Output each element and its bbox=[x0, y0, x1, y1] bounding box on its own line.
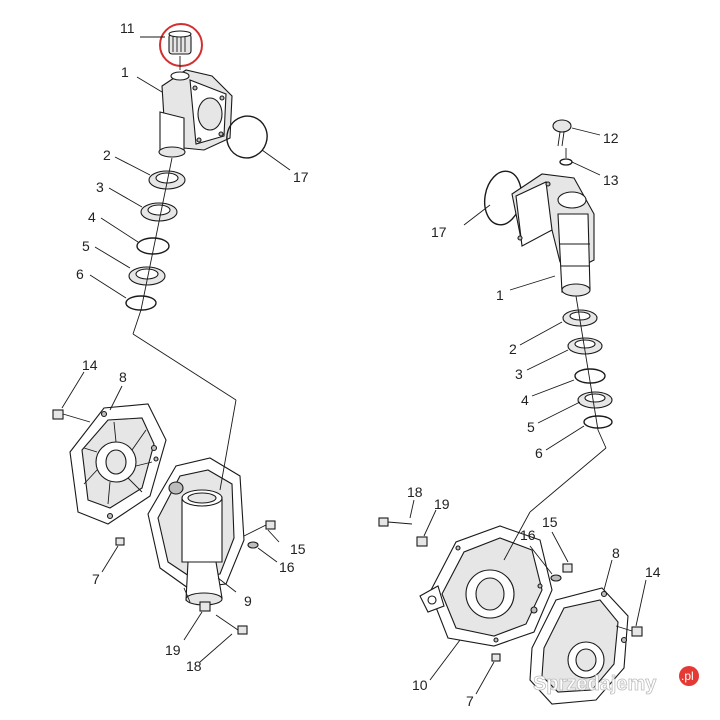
right-label-10: 10 bbox=[412, 677, 428, 693]
right-part-5-bearing bbox=[577, 391, 613, 409]
right-label-3: 3 bbox=[515, 366, 523, 382]
right-label-12: 12 bbox=[603, 130, 619, 146]
right-label-8: 8 bbox=[612, 545, 620, 561]
right-part-14-bolt bbox=[615, 625, 643, 637]
right-label-2: 2 bbox=[509, 341, 517, 357]
left-part-17-o-ring bbox=[226, 115, 268, 159]
right-labels: 12 13 17 1 2 3 4 5 6 18 19 16 15 8 14 10… bbox=[407, 130, 661, 709]
right-part-3-seal bbox=[567, 337, 603, 355]
left-labels: 11 1 17 2 3 4 5 6 14 8 7 15 16 9 19 18 bbox=[76, 20, 309, 674]
left-label-19: 19 bbox=[165, 642, 181, 658]
watermark-text: Sprzedajemy bbox=[533, 673, 657, 695]
left-part-14-bolt bbox=[52, 409, 91, 423]
left-label-7: 7 bbox=[92, 571, 100, 587]
left-label-8: 8 bbox=[119, 369, 127, 385]
left-part-16-washer bbox=[247, 541, 259, 549]
left-part-11-cap bbox=[168, 30, 192, 55]
right-label-1: 1 bbox=[496, 287, 504, 303]
right-part-10-pump-body bbox=[419, 525, 553, 647]
left-part-1-elbow-housing bbox=[158, 69, 233, 158]
left-label-3: 3 bbox=[96, 179, 104, 195]
right-assembly: 12 13 17 1 2 3 4 5 6 18 19 16 15 8 14 10… bbox=[378, 119, 661, 709]
watermark-suffix: .pl bbox=[681, 669, 694, 683]
right-part-1-elbow-housing bbox=[511, 173, 595, 297]
left-part-2-seal bbox=[148, 170, 186, 190]
left-part-5-bearing bbox=[128, 266, 166, 286]
left-assembly-lines bbox=[132, 56, 237, 603]
right-assembly-lines bbox=[503, 148, 607, 561]
watermark: Sprzedajemy .pl bbox=[533, 666, 699, 695]
left-part-19-nut bbox=[199, 601, 211, 612]
highlight-circle bbox=[159, 23, 203, 67]
left-label-1: 1 bbox=[121, 64, 129, 80]
right-label-19: 19 bbox=[434, 496, 450, 512]
watermark-badge bbox=[679, 666, 699, 686]
right-label-13: 13 bbox=[603, 172, 619, 188]
right-part-7-pin bbox=[491, 653, 501, 662]
left-label-11: 11 bbox=[120, 20, 135, 36]
right-part-18-bolt bbox=[378, 517, 413, 527]
right-part-19-nut bbox=[416, 536, 428, 547]
right-label-6: 6 bbox=[535, 445, 543, 461]
right-part-12-plug bbox=[552, 119, 572, 147]
left-part-4-circlip bbox=[136, 237, 170, 255]
left-label-14: 14 bbox=[82, 357, 98, 373]
right-part-13-ring bbox=[559, 158, 573, 166]
left-part-15-bolt bbox=[243, 520, 276, 537]
right-label-18: 18 bbox=[407, 484, 423, 500]
left-label-2: 2 bbox=[103, 147, 111, 163]
right-label-5: 5 bbox=[527, 419, 535, 435]
left-label-5: 5 bbox=[82, 238, 90, 254]
left-part-18-bolt bbox=[215, 614, 248, 635]
left-leader-lines bbox=[61, 36, 291, 663]
left-part-7-pin bbox=[115, 537, 125, 546]
left-label-4: 4 bbox=[88, 209, 96, 225]
left-part-3-seal bbox=[140, 202, 178, 222]
left-label-6: 6 bbox=[76, 266, 84, 282]
left-assembly: 11 1 17 2 3 4 5 6 14 8 7 15 16 9 19 18 bbox=[52, 20, 309, 674]
right-label-16: 16 bbox=[520, 527, 536, 543]
right-part-8-cover bbox=[529, 587, 629, 705]
left-label-9: 9 bbox=[244, 593, 252, 609]
left-label-18: 18 bbox=[186, 658, 202, 674]
left-label-16: 16 bbox=[279, 559, 295, 575]
left-part-9-pump-body bbox=[147, 456, 245, 606]
right-part-15-bolt bbox=[562, 563, 573, 573]
right-label-14: 14 bbox=[645, 564, 661, 580]
right-label-15: 15 bbox=[542, 514, 558, 530]
right-part-16-washer bbox=[550, 574, 562, 582]
right-part-6-ring bbox=[583, 415, 613, 429]
right-leader-lines bbox=[409, 127, 647, 695]
right-label-4: 4 bbox=[521, 392, 529, 408]
left-label-17: 17 bbox=[293, 169, 309, 185]
left-label-15: 15 bbox=[290, 541, 306, 557]
left-part-8-cover bbox=[69, 403, 167, 525]
right-label-17: 17 bbox=[431, 224, 447, 240]
right-label-7: 7 bbox=[466, 693, 474, 709]
